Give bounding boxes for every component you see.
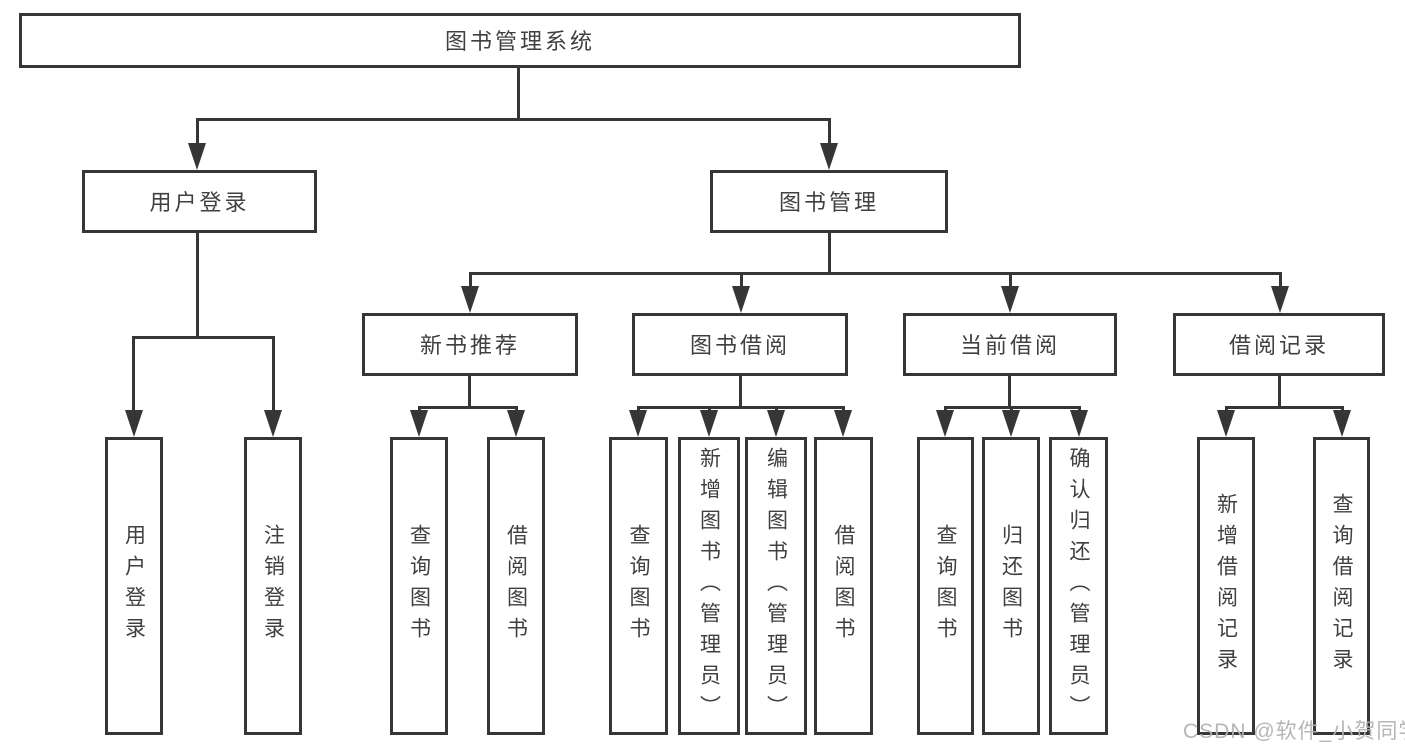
arrowhead-down-icon bbox=[1333, 410, 1351, 437]
node-library-system: 图书管理系统 bbox=[19, 13, 1021, 68]
arrowhead-down-icon bbox=[1002, 410, 1020, 437]
arrowhead-down-icon bbox=[1001, 286, 1019, 313]
connector-hline bbox=[469, 272, 1281, 275]
node-edit-books-admin: 编辑图书（管理员） bbox=[745, 437, 807, 735]
connector-vline bbox=[132, 336, 135, 416]
connector-vline bbox=[468, 376, 471, 409]
arrowhead-down-icon bbox=[834, 410, 852, 437]
arrowhead-down-icon bbox=[700, 410, 718, 437]
node-user-login: 用户登录 bbox=[82, 170, 317, 233]
node-query-books-borrow: 查询图书 bbox=[609, 437, 668, 735]
connector-hline bbox=[637, 406, 845, 409]
connector-vline bbox=[1009, 272, 1012, 290]
node-query-books-current: 查询图书 bbox=[917, 437, 974, 735]
node-add-books-admin: 新增图书（管理员） bbox=[678, 437, 740, 735]
connector-vline bbox=[1008, 376, 1011, 409]
arrowhead-down-icon bbox=[461, 286, 479, 313]
arrowhead-down-icon bbox=[125, 410, 143, 437]
connector-vline bbox=[196, 118, 199, 150]
connector-vline bbox=[739, 376, 742, 409]
node-borrow-books-newrec: 借阅图书 bbox=[487, 437, 545, 735]
connector-hline bbox=[418, 406, 518, 409]
node-query-books-newrec: 查询图书 bbox=[390, 437, 448, 735]
connector-vline bbox=[272, 336, 275, 416]
connector-hline bbox=[132, 336, 275, 339]
node-new-book-recommend: 新书推荐 bbox=[362, 313, 578, 376]
connector-hline bbox=[1225, 406, 1344, 409]
arrowhead-down-icon bbox=[767, 410, 785, 437]
arrowhead-down-icon bbox=[936, 410, 954, 437]
arrowhead-down-icon bbox=[410, 410, 428, 437]
node-book-borrowing: 图书借阅 bbox=[632, 313, 848, 376]
arrowhead-down-icon bbox=[507, 410, 525, 437]
node-borrowing-records: 借阅记录 bbox=[1173, 313, 1385, 376]
connector-vline bbox=[196, 233, 199, 339]
arrowhead-down-icon bbox=[1271, 286, 1289, 313]
node-confirm-return-admin: 确认归还（管理员） bbox=[1049, 437, 1108, 735]
connector-vline bbox=[1278, 376, 1281, 409]
arrowhead-down-icon bbox=[629, 410, 647, 437]
arrowhead-down-icon bbox=[264, 410, 282, 437]
node-add-borrow-record: 新增借阅记录 bbox=[1197, 437, 1255, 735]
connector-vline bbox=[828, 233, 831, 275]
arrowhead-down-icon bbox=[1217, 410, 1235, 437]
node-logout-action: 注销登录 bbox=[244, 437, 302, 735]
arrowhead-down-icon bbox=[820, 143, 838, 170]
node-user-login-action: 用户登录 bbox=[105, 437, 163, 735]
node-current-borrowing: 当前借阅 bbox=[903, 313, 1117, 376]
node-borrow-books-borrow: 借阅图书 bbox=[814, 437, 873, 735]
arrowhead-down-icon bbox=[732, 286, 750, 313]
connector-hline bbox=[196, 118, 831, 121]
connector-vline bbox=[469, 272, 472, 290]
node-return-books: 归还图书 bbox=[982, 437, 1040, 735]
connector-vline bbox=[517, 68, 520, 121]
connector-vline bbox=[828, 118, 831, 150]
node-query-borrow-record: 查询借阅记录 bbox=[1313, 437, 1370, 735]
arrowhead-down-icon bbox=[1070, 410, 1088, 437]
connector-vline bbox=[1279, 272, 1282, 290]
connector-vline bbox=[740, 272, 743, 290]
node-book-management: 图书管理 bbox=[710, 170, 948, 233]
csdn-watermark: CSDN @软件_小贺同学 bbox=[1183, 720, 1405, 743]
arrowhead-down-icon bbox=[188, 143, 206, 170]
